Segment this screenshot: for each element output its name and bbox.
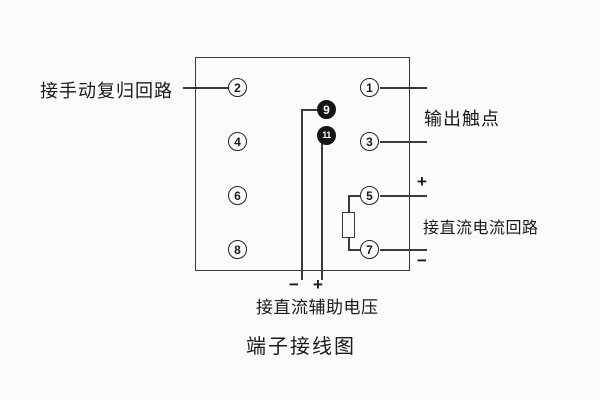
wire-manual-reset: [183, 87, 229, 89]
plus-sign-aux-voltage: +: [313, 275, 323, 294]
wire-dc-current-5: [380, 195, 427, 197]
terminal-11: 11: [317, 126, 336, 145]
terminal-4: 4: [228, 132, 247, 151]
wire-output-contact-1: [380, 87, 427, 89]
terminal-1: 1: [360, 78, 379, 97]
wire-resistor-top: [348, 195, 361, 197]
relay-outline-box: [195, 57, 410, 271]
wire-terminal-9-horizontal: [301, 109, 318, 111]
wire-output-contact-3: [380, 141, 427, 143]
terminal-8: 8: [228, 240, 247, 259]
label-manual-reset-circuit: 接手动复归回路: [40, 81, 173, 101]
terminal-9: 9: [317, 100, 336, 119]
wire-dc-current-7: [380, 249, 427, 251]
minus-sign-aux-voltage: −: [289, 275, 299, 294]
diagram-title: 端子接线图: [246, 336, 356, 358]
resistor-symbol: [342, 212, 355, 238]
label-dc-current-circuit: 接直流电流回路: [423, 220, 539, 237]
label-output-contact: 输出触点: [424, 109, 500, 129]
terminal-7: 7: [360, 240, 379, 259]
wire-terminal-9-vertical: [301, 109, 303, 280]
wire-resistor-bottom: [348, 249, 361, 251]
plus-sign-dc-current: +: [417, 172, 427, 191]
label-dc-aux-voltage: 接直流辅助电压: [256, 298, 379, 317]
minus-sign-dc-current: −: [417, 251, 427, 270]
wire-terminal-11-vertical: [321, 142, 323, 280]
terminal-5: 5: [360, 186, 379, 205]
terminal-6: 6: [228, 186, 247, 205]
terminal-2: 2: [228, 78, 247, 97]
terminal-3: 3: [360, 132, 379, 151]
